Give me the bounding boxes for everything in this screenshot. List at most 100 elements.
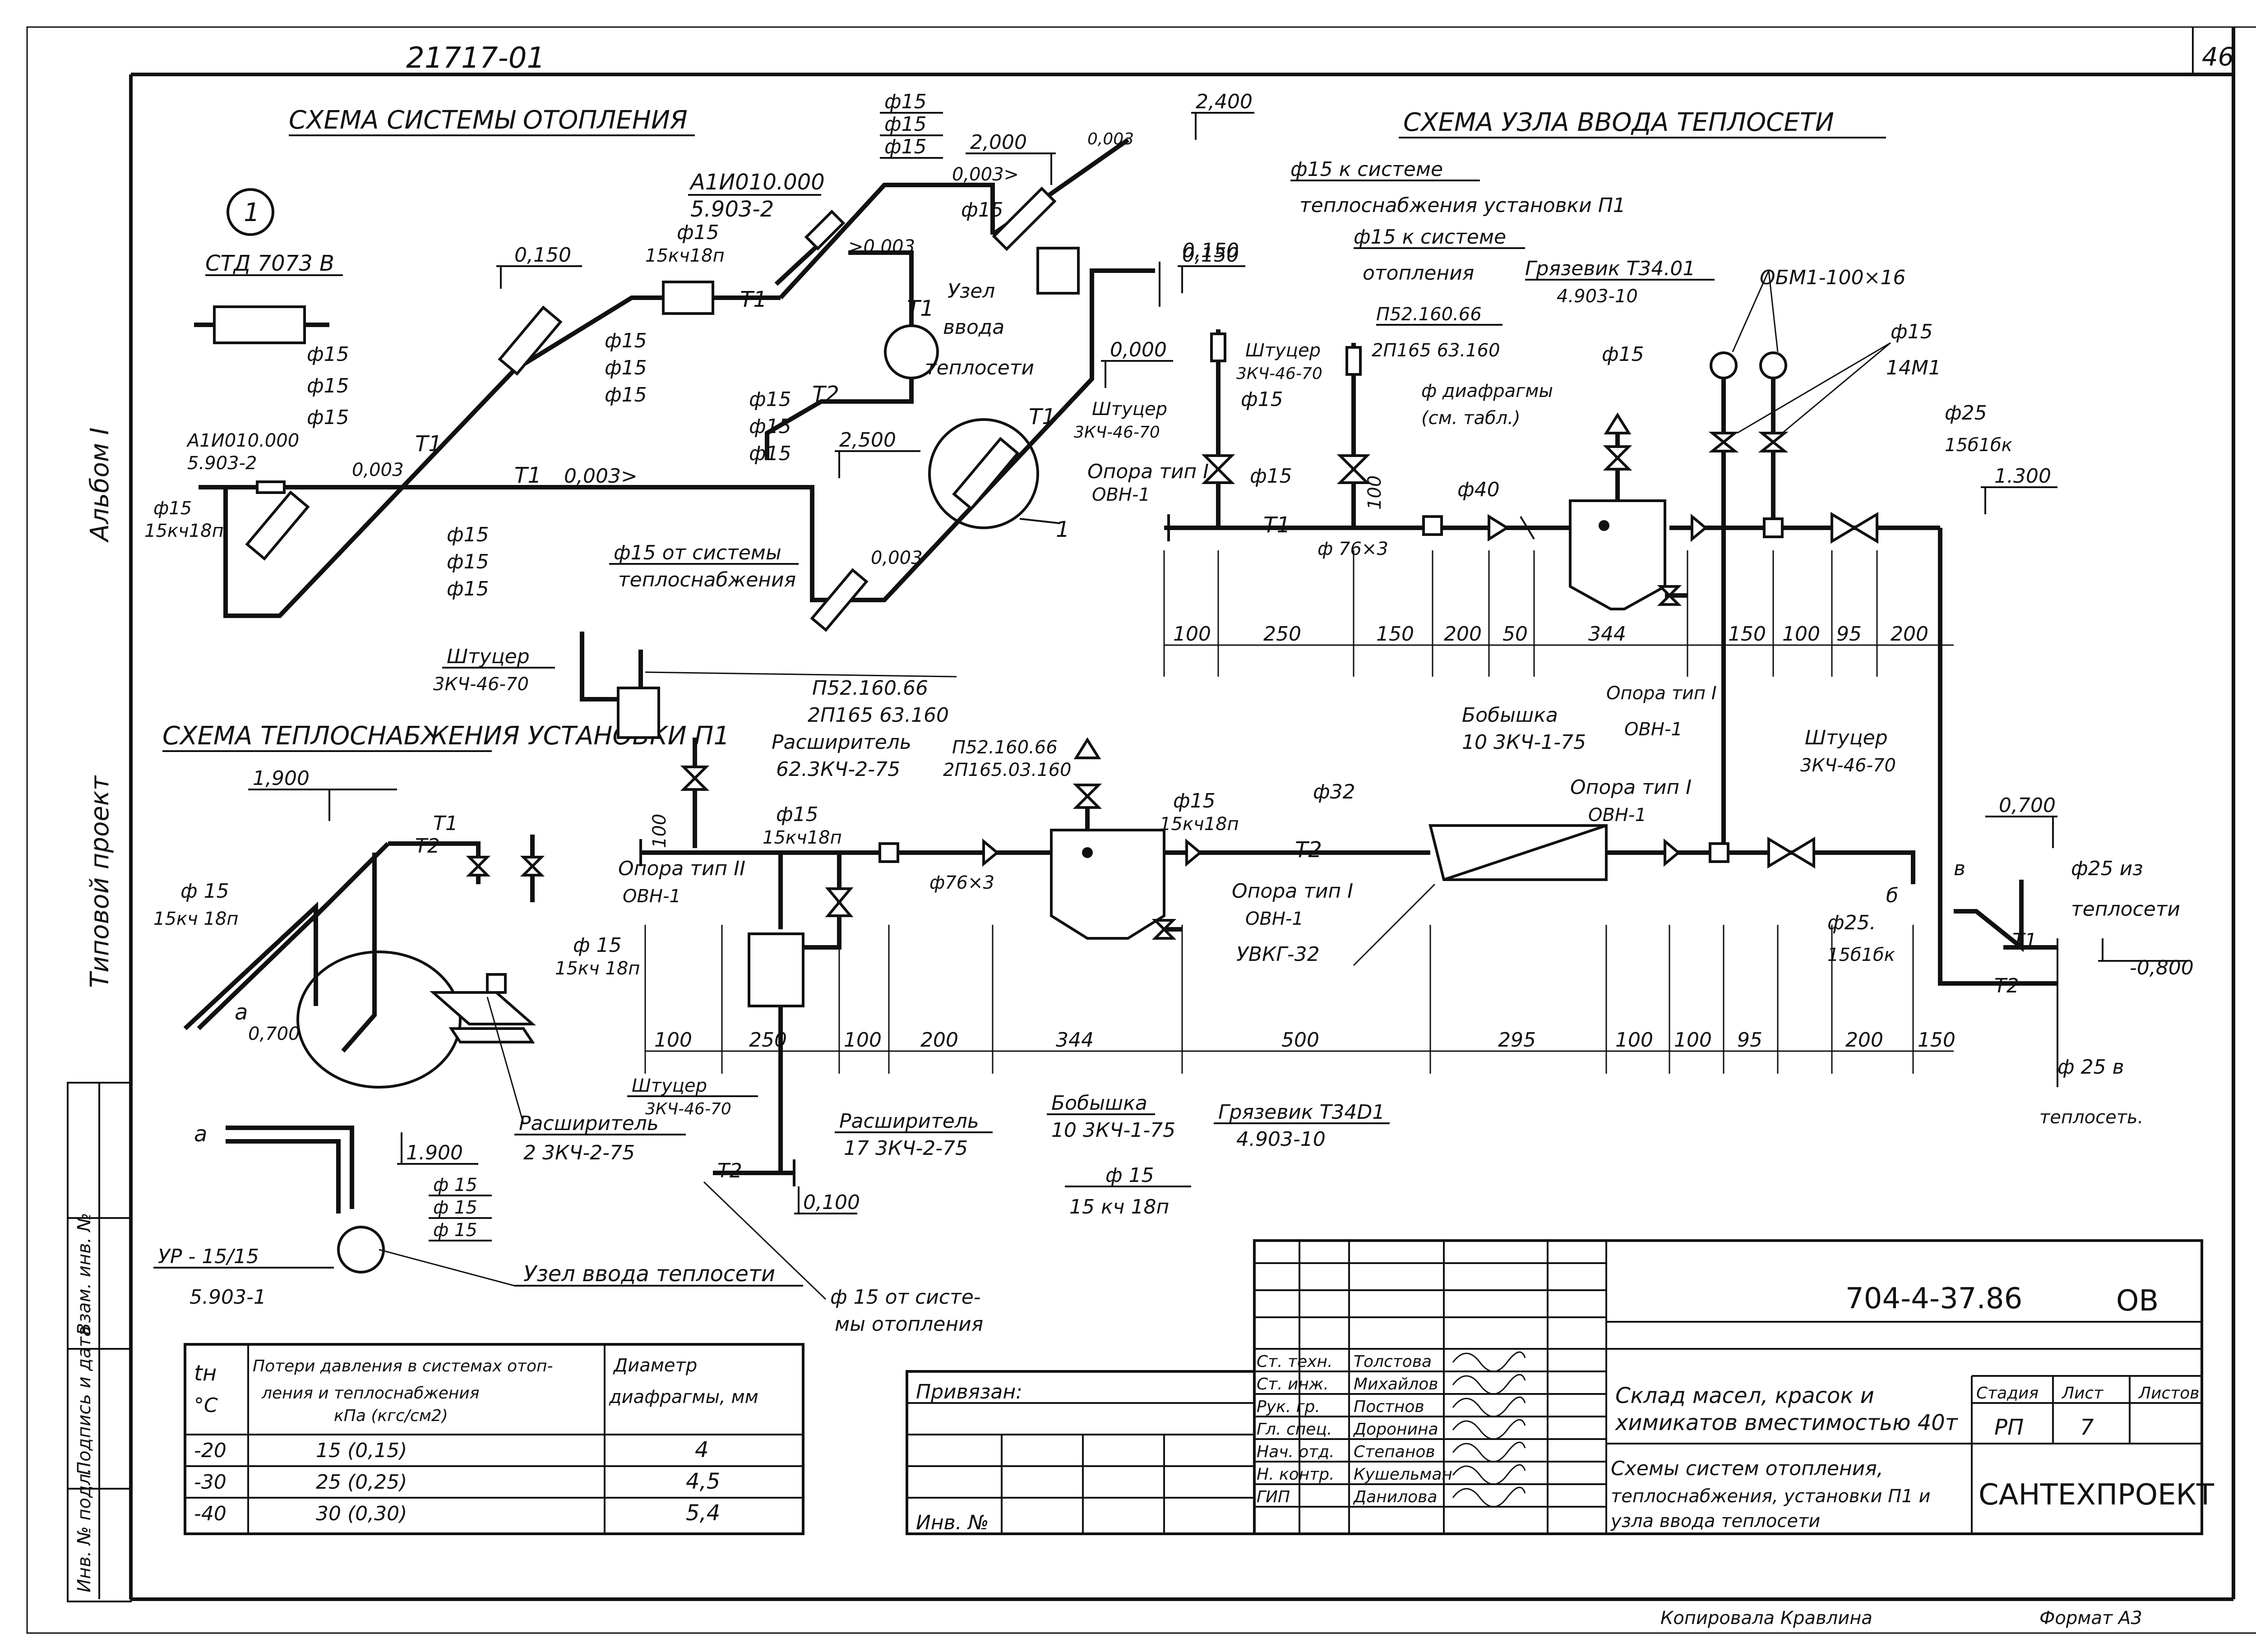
svg-text:диафрагмы, мм: диафрагмы, мм <box>609 1387 758 1407</box>
svg-text:Михайлов: Михайлов <box>1354 1375 1438 1394</box>
svg-text:ОБМ1-100×16: ОБМ1-100×16 <box>1760 266 1906 289</box>
svg-text:ления и теплоснабжения: ления и теплоснабжения <box>261 1384 479 1403</box>
svg-text:3КЧ-46-70: 3КЧ-46-70 <box>1074 423 1160 442</box>
svg-text:ф15: ф15 <box>776 803 818 826</box>
svg-text:ф 25 в: ф 25 в <box>2057 1056 2124 1079</box>
svg-text:ввода: ввода <box>943 316 1004 339</box>
svg-text:Т1: Т1 <box>1029 404 1056 429</box>
svg-text:Т1: Т1 <box>740 287 767 312</box>
svg-text:Степанов: Степанов <box>1354 1443 1435 1461</box>
svg-text:100: 100 <box>1674 1029 1712 1052</box>
svg-text:ф15: ф15 <box>447 550 489 573</box>
drawing-mark: ОВ <box>2116 1284 2159 1318</box>
sheet-title-3: узла ввода теплосети <box>1610 1511 1820 1532</box>
svg-text:Кушельман: Кушельман <box>1354 1465 1452 1484</box>
svg-text:Штуцер: Штуцер <box>1245 340 1321 361</box>
svg-text:ОВН-1: ОВН-1 <box>623 886 681 907</box>
svg-text:1.300: 1.300 <box>1994 465 2051 488</box>
svg-text:100: 100 <box>844 1029 882 1052</box>
svg-text:15кч18п: 15кч18п <box>763 827 842 848</box>
svg-text:3КЧ-46-70: 3КЧ-46-70 <box>1236 365 1322 383</box>
svg-text:Опора тип I: Опора тип I <box>1606 683 1717 704</box>
svg-text:344: 344 <box>1056 1029 1094 1052</box>
svg-text:Т1: Т1 <box>907 296 934 321</box>
bottom-note: Копировала Кравлина <box>1660 1608 1872 1629</box>
svg-text:ф 15 от систе-: ф 15 от систе- <box>830 1286 981 1309</box>
svg-text:200: 200 <box>1444 623 1482 646</box>
svg-text:5.903-2: 5.903-2 <box>690 197 774 222</box>
svg-text:1.900: 1.900 <box>406 1141 463 1164</box>
svg-text:0,100: 0,100 <box>803 1191 860 1214</box>
svg-text:ф 76×3: ф 76×3 <box>1318 539 1388 559</box>
svg-text:ф 15: ф 15 <box>433 1197 477 1218</box>
svg-text:295: 295 <box>1498 1029 1536 1052</box>
svg-text:Ст. техн.: Ст. техн. <box>1257 1352 1332 1371</box>
svg-text:15кч18п: 15кч18п <box>645 245 725 266</box>
svg-text:ф диафрагмы: ф диафрагмы <box>1421 381 1553 401</box>
svg-text:500: 500 <box>1281 1029 1319 1052</box>
sheet-frame <box>26 26 2256 1634</box>
svg-text:0,003: 0,003 <box>352 460 404 480</box>
svg-text:17 3КЧ-2-75: 17 3КЧ-2-75 <box>844 1137 968 1160</box>
svg-text:3КЧ-46-70: 3КЧ-46-70 <box>1800 755 1896 776</box>
svg-text:А1И010.000: А1И010.000 <box>186 430 299 451</box>
sheet-value: 7 <box>2080 1415 2094 1440</box>
svg-text:ф15: ф15 <box>307 374 349 397</box>
doc-code-top: 21717-01 <box>406 42 545 75</box>
svg-text:ф 15: ф 15 <box>433 1220 477 1241</box>
svg-text:Грязевик Т34D1: Грязевик Т34D1 <box>1218 1101 1385 1124</box>
svg-text:>0,003: >0,003 <box>848 236 915 257</box>
supply-node-circle <box>337 1226 385 1274</box>
svg-text:2П165.03.160: 2П165.03.160 <box>943 760 1072 780</box>
expander-box-bottom <box>748 932 804 1007</box>
svg-text:Т2: Т2 <box>415 835 440 858</box>
svg-text:Т1: Т1 <box>1263 512 1290 538</box>
svg-text:0,000: 0,000 <box>1110 338 1167 361</box>
svg-text:ф15: ф15 <box>1891 320 1933 343</box>
svg-text:ф15: ф15 <box>677 221 719 244</box>
svg-text:15б1бк: 15б1бк <box>1827 945 1895 965</box>
drawing-code: 704-4-37.86 <box>1845 1282 2022 1315</box>
svg-text:10 3КЧ-1-75: 10 3КЧ-1-75 <box>1051 1119 1175 1142</box>
svg-text:ОВН-1: ОВН-1 <box>1092 485 1150 505</box>
svg-text:0,003>: 0,003> <box>952 164 1019 185</box>
svg-text:ф15: ф15 <box>1602 343 1644 366</box>
svg-text:ф 15: ф 15 <box>573 934 622 957</box>
title-block: Привязан: Инв. № 704-4-37.86 ОВ Ст. техн… <box>906 1239 2214 1535</box>
table-row-t-1: -30 <box>194 1471 227 1494</box>
svg-text:150: 150 <box>1728 623 1766 646</box>
svg-text:2,400: 2,400 <box>1196 90 1253 113</box>
svg-text:ф15: ф15 <box>884 113 927 136</box>
svg-text:Узел ввода теплосети: Узел ввода теплосети <box>523 1261 775 1287</box>
inlet-node-circle <box>884 324 939 379</box>
left-strip: Инв. № подл. Подпись и дата Взам. инв. №… <box>67 428 132 1602</box>
svg-text:Н. контр.: Н. контр. <box>1257 1465 1335 1484</box>
circle-mark-text: 1 <box>244 198 260 227</box>
svg-text:ф40: ф40 <box>1457 478 1500 501</box>
tank-ellipse <box>296 951 462 1089</box>
svg-text:344: 344 <box>1588 623 1626 646</box>
svg-text:15кч18п: 15кч18п <box>1160 814 1239 835</box>
svg-text:2,000: 2,000 <box>970 131 1027 154</box>
svg-text:100: 100 <box>649 814 670 848</box>
svg-text:ф15: ф15 <box>884 90 927 113</box>
heating-title: СХЕМА СИСТЕМЫ ОТОПЛЕНИЯ <box>289 106 688 135</box>
middle-dimension-line: 100 250 100 200 344 500 295 100 100 95 2… <box>644 925 1956 1074</box>
svg-text:теплосеть.: теплосеть. <box>2039 1107 2143 1128</box>
svg-text:150: 150 <box>1918 1029 1956 1052</box>
heating-scheme: СХЕМА СИСТЕМЫ ОТОПЛЕНИЯ 1 СТД 7073 В ф15… <box>144 90 1254 632</box>
svg-text:100: 100 <box>1364 475 1385 510</box>
svg-text:Потери давления в системах ото: Потери давления в системах отоп- <box>253 1357 553 1375</box>
svg-text:Т1: Т1 <box>514 463 541 488</box>
svg-text:Бобышка: Бобышка <box>1462 704 1558 727</box>
svg-text:ф15: ф15 <box>605 383 647 406</box>
circle-mark <box>227 188 274 236</box>
svg-text:УР - 15/15: УР - 15/15 <box>158 1245 259 1268</box>
svg-text:ф15: ф15 <box>961 198 1003 221</box>
svg-text:tн: tн <box>194 1361 217 1386</box>
svg-text:15кч 18п: 15кч 18п <box>555 958 640 979</box>
strip-sign-date: Подпись и дата <box>74 1326 95 1475</box>
svg-text:Нач. отд.: Нач. отд. <box>1257 1443 1335 1461</box>
strip-vzam-inv: Взам. инв. № <box>74 1213 95 1335</box>
svg-text:теплоснабжения установки П1: теплоснабжения установки П1 <box>1299 194 1626 217</box>
